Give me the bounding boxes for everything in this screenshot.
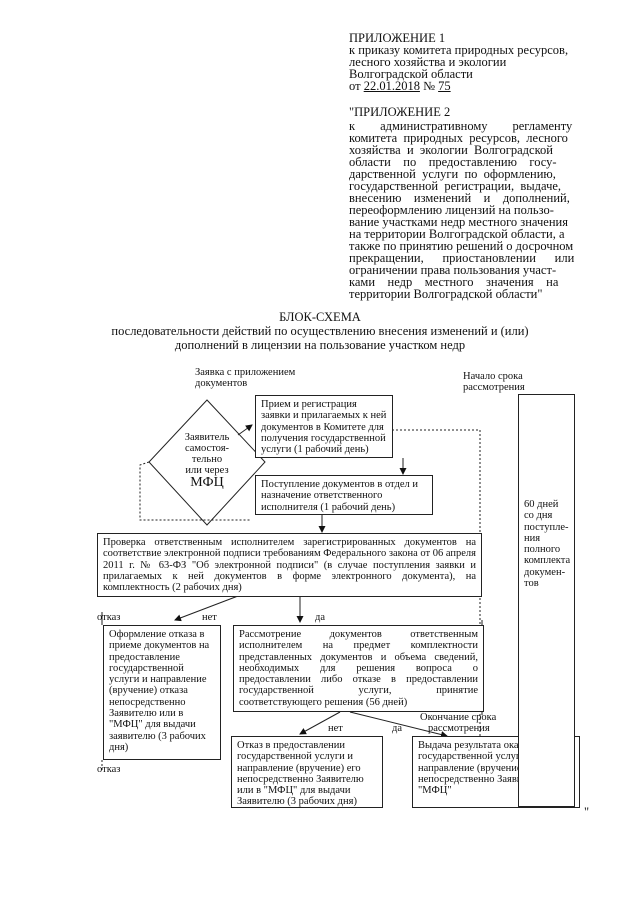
schema-subtitle-line1: последовательности действий по осуществл…	[111, 324, 529, 338]
appendix2-line: территории Волгоградской области"	[349, 287, 543, 301]
label-otkaz-bottom: отказ	[97, 764, 121, 775]
diamond-line2: самостоя-	[184, 443, 230, 454]
box-proverka: Проверка ответственным исполнителем заре…	[97, 533, 482, 597]
closing-quote: "	[584, 805, 590, 819]
appendix2-line: комитета природных ресурсов, лесного	[349, 131, 568, 145]
box-rassmotrenie: Рассмотрение документов ответственным ис…	[233, 625, 484, 712]
box-otkaz-v-predostavlenii: Отказ в предоставлении государственной у…	[231, 736, 383, 808]
appendix2-line: области по предоставлению госу-	[349, 155, 557, 169]
box-priem: Прием и регистрация заявки и прилагаемых…	[255, 395, 393, 458]
appendix2-line: ками недр местного значения на	[349, 275, 559, 289]
appendix2-line: также по принятию решений о досрочном	[349, 239, 574, 253]
appendix2-line: переоформлению лицензий на пользо-	[349, 203, 554, 217]
schema-title: БЛОК-СХЕМА	[279, 310, 361, 324]
appendix2-line: вание участками недр местного значения	[349, 215, 568, 229]
label-net-left: нет	[202, 612, 217, 623]
label-otkaz-left: отказ	[97, 612, 121, 623]
diamond-line1: Заявитель	[184, 432, 230, 443]
label-zayavka-line1: Заявка с приложением	[195, 367, 296, 378]
appendix1-line2: лесного хозяйства и экологии	[349, 55, 507, 69]
appendix1-number: 75	[438, 79, 451, 93]
diamond-line3: тельно	[191, 454, 223, 465]
appendix1-date-prefix: от	[349, 79, 361, 93]
appendix1-date: 22.01.2018	[363, 79, 420, 93]
appendix2-title: "ПРИЛОЖЕНИЕ 2	[349, 105, 451, 119]
appendix2-line: к административному регламенту	[349, 119, 573, 133]
appendix2-line: на территории Волгоградской области, а	[349, 227, 565, 241]
arrow-rassmotrenie-to-otkaz	[299, 711, 341, 735]
appendix1-line1: к приказу комитета природных ресурсов,	[349, 43, 569, 57]
label-zayavka-line2: документов	[195, 378, 248, 389]
applicant-diamond-text: Заявитель самостоя- тельно или через МФЦ	[165, 432, 249, 490]
appendix1-line3: Волгоградской области	[349, 67, 473, 81]
appendix2-line: хозяйства и экологии Волгоградской	[349, 143, 553, 157]
label-da-bottom: да	[392, 723, 403, 734]
box-oformlenie-otkaza: Оформление отказа в приеме документов на…	[103, 625, 221, 760]
box-postuplenie: Поступление документов в отдел и назначе…	[255, 475, 433, 515]
label-okonchanie-line1: Окончание срока	[420, 712, 497, 723]
diamond-mfc: МФЦ	[190, 475, 224, 490]
appendix2-line: государственной регистрации, выдаче,	[349, 179, 562, 193]
appendix2-line: внесению изменений и дополнений,	[349, 191, 570, 205]
label-okonchanie-line2: рассмотрения	[428, 723, 490, 734]
schema-subtitle-line2: дополнений в лицензии на пользование уча…	[174, 338, 466, 352]
label-da-mid: да	[315, 612, 326, 623]
arrow-diamond-to-priem	[237, 424, 253, 436]
appendix1-title: ПРИЛОЖЕНИЕ 1	[349, 31, 446, 45]
box-srok-60-dney: 60 дней со дня поступле-ния полного комп…	[518, 394, 575, 807]
label-net-bottom: нет	[328, 723, 343, 734]
label-nachalo-line2: рассмотрения	[463, 382, 525, 393]
arrow-rassmotrenie-to-vydacha	[349, 711, 448, 738]
arrow-proverka-to-oformlenie	[174, 595, 239, 622]
appendix2-line: прекращении, приостановлении или	[349, 251, 575, 265]
applicant-diamond-shape	[148, 399, 266, 526]
diamond-line4: или через	[185, 465, 229, 476]
appendix1-number-sign: №	[423, 79, 435, 93]
appendix1-date-line: от 22.01.2018 № 75	[349, 79, 451, 93]
appendix2-line: ограничении права пользования участ-	[349, 263, 557, 277]
label-nachalo-line1: Начало срока	[463, 371, 523, 382]
appendix2-line: дарственной услуги по оформлению,	[349, 167, 556, 181]
